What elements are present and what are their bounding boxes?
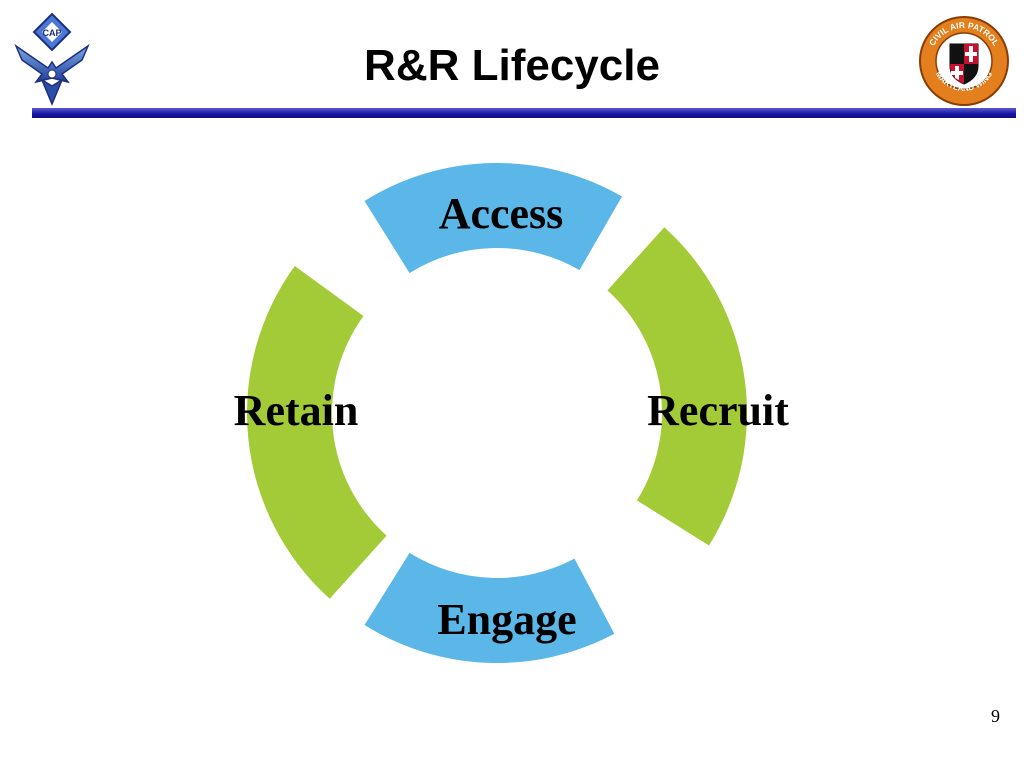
stage-label-recruit: Recruit [647,386,789,435]
segment-engage [364,552,615,663]
page-number: 9 [991,706,1000,726]
cap-wings-logo-icon: CAP [14,12,90,106]
segment-recruit [607,227,747,546]
page-title: R&R Lifecycle [364,41,660,90]
maryland-wing-seal-icon: CIVIL AIR PATROL MARYLAND WING [919,16,1009,106]
title-divider [32,108,1016,118]
logo-left-text: CAP [42,28,61,38]
stage-label-access: Access [439,189,564,238]
segment-retain [247,266,387,599]
stage-label-retain: Retain [234,386,359,435]
segment-access [364,162,622,274]
stage-label-engage: Engage [437,595,576,644]
